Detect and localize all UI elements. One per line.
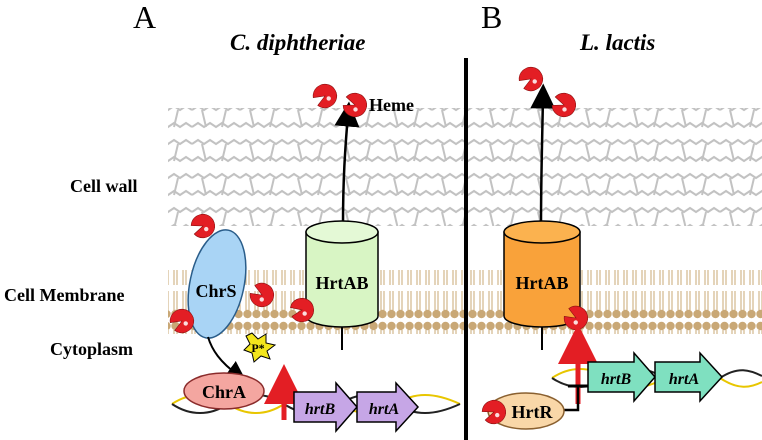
hrtab-label-left: HrtAB [316,273,369,293]
gene-hrta-left [356,381,420,433]
gene-label-hrta-left: hrtA [369,401,400,418]
organism-left: C. diphtheriae [230,30,365,55]
heme-icon [515,62,548,96]
chrs-label: ChrS [195,281,236,301]
chra-label: ChrA [202,382,246,402]
region-label-cell-membrane: Cell Membrane [4,285,124,305]
repression-line [562,386,580,412]
heme-icon [309,79,342,113]
export-arrow-right [530,83,556,225]
phospho-star [243,332,277,363]
chrs-sensor [187,229,247,339]
gene-label-hrtb-left: hrtB [305,401,336,418]
panel-letter-b: B [481,0,502,35]
hrtab-transporter-left [305,220,379,350]
hrtab-label-right: HrtAB [516,273,569,293]
hrtab-transporter-right [503,220,581,350]
organism-right: L. lactis [579,30,655,55]
panel-letter-a: A [133,0,156,35]
gene-hrtb-right [587,351,656,403]
gene-label-hrtb-right: hrtB [601,371,632,388]
region-label-cytoplasm: Cytoplasm [50,339,133,359]
phospho-label: P* [251,341,264,355]
phosphorelay-arrow [207,336,247,381]
region-label-cell-wall: Cell wall [70,176,138,196]
heme-label: Heme [369,95,414,115]
gene-hrtb-left [293,381,358,433]
gene-label-hrta-right: hrtA [669,371,700,388]
gene-hrta-right [654,351,724,403]
hrtr-label: HrtR [512,402,554,422]
export-arrow-left [334,101,360,225]
